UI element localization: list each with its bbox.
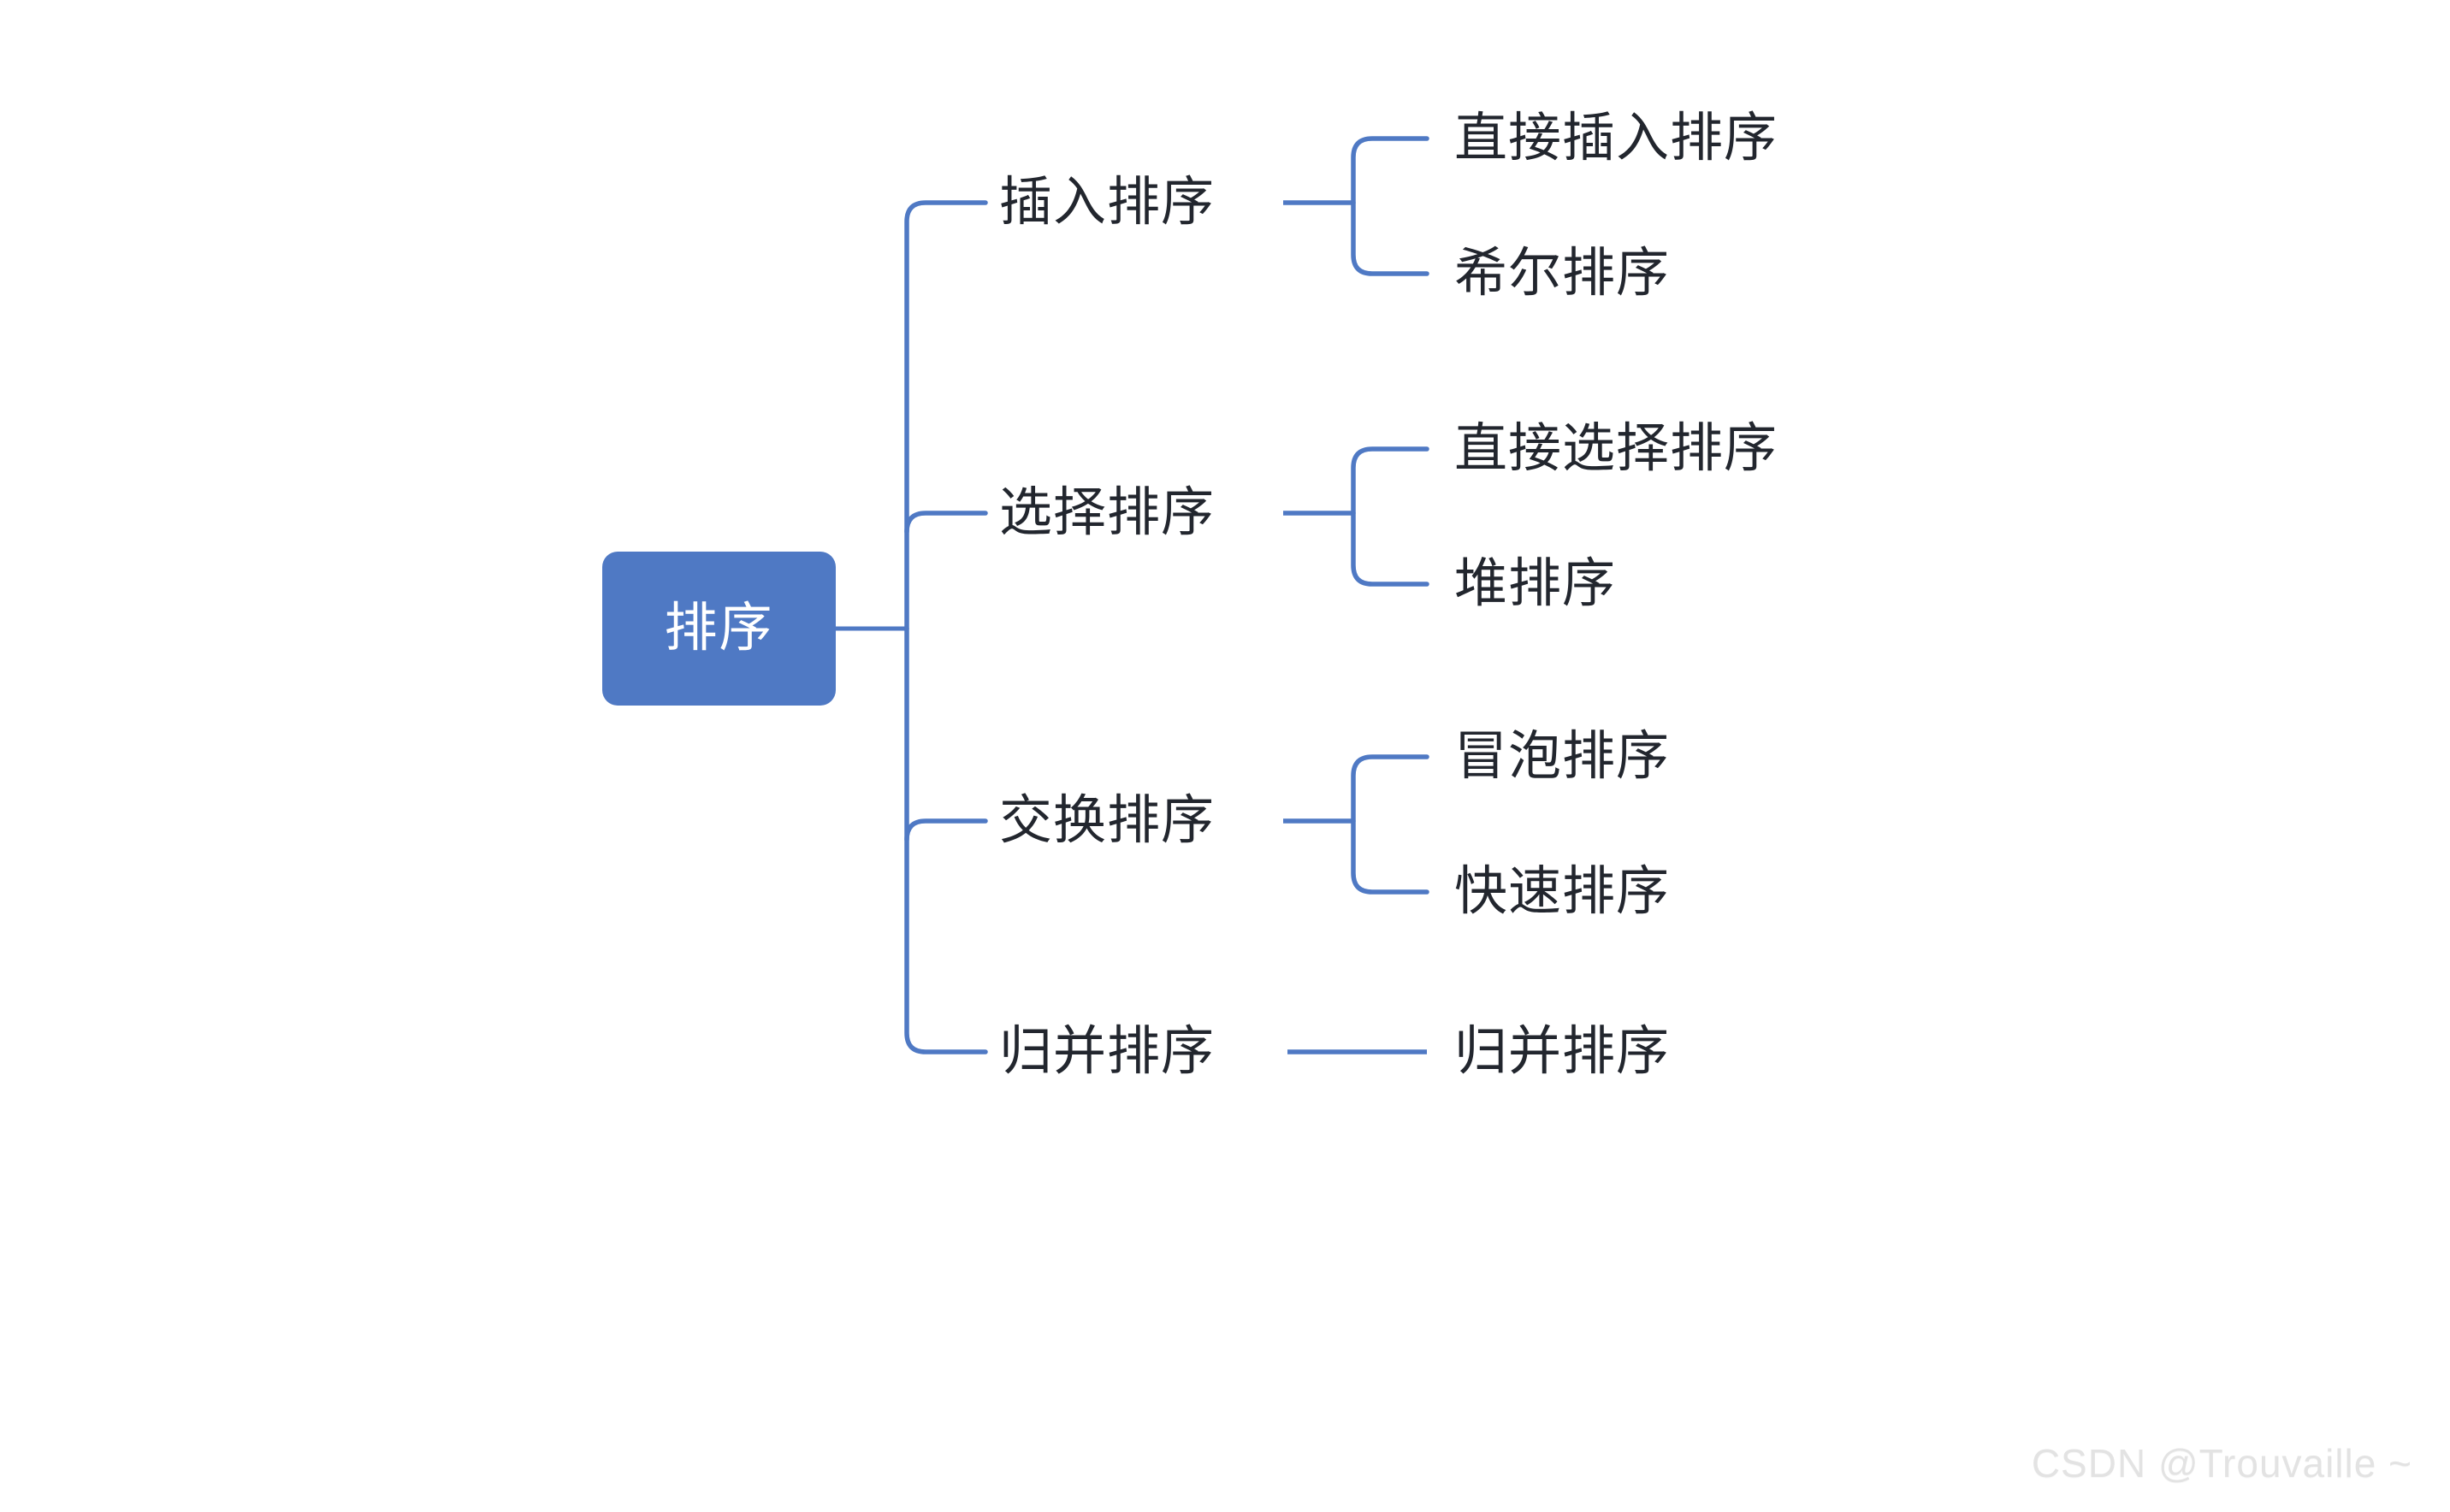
connector-branch-2-child-1 — [1351, 446, 1429, 516]
node-branch-insertion-sort-label: 插入排序 — [999, 173, 1216, 232]
connector-branch-2-child-2 — [1351, 511, 1429, 587]
node-leaf-merge-sort-label: 归并排序 — [1454, 1022, 1671, 1081]
connector-branch-1-child-1 — [1351, 136, 1429, 205]
connector-branch-3-child-1 — [1351, 754, 1429, 824]
node-leaf-shell-sort[interactable]: 希尔排序 — [1454, 247, 1670, 300]
watermark-text: CSDN @Trouvaille ~ — [2031, 1441, 2412, 1485]
connector-branch-1-child-2 — [1351, 200, 1429, 276]
connector-trunk-branch-1 — [904, 200, 988, 631]
node-leaf-quick-sort-label: 快速排序 — [1454, 862, 1671, 921]
node-branch-selection-sort[interactable]: 选择排序 — [999, 487, 1215, 540]
node-leaf-shell-sort-label: 希尔排序 — [1454, 244, 1671, 303]
connector-trunk-branch-3 — [904, 818, 988, 842]
node-branch-exchange-sort[interactable]: 交换排序 — [999, 794, 1215, 848]
watermark: CSDN @Trouvaille ~ — [2032, 1440, 2412, 1486]
connector-branch-3-child-2 — [1351, 818, 1429, 895]
node-branch-merge-sort[interactable]: 归并排序 — [999, 1025, 1215, 1078]
node-branch-selection-sort-label: 选择排序 — [999, 483, 1216, 542]
node-leaf-bubble-sort-label: 冒泡排序 — [1454, 727, 1671, 786]
node-leaf-direct-insertion-sort-label: 直接插入排序 — [1454, 109, 1778, 168]
node-leaf-merge-sort[interactable]: 归并排序 — [1454, 1025, 1670, 1078]
node-branch-exchange-sort-label: 交换排序 — [999, 791, 1216, 850]
node-leaf-bubble-sort[interactable]: 冒泡排序 — [1454, 730, 1670, 783]
node-leaf-direct-selection-sort-label: 直接选择排序 — [1454, 419, 1778, 478]
node-branch-insertion-sort[interactable]: 插入排序 — [999, 176, 1215, 229]
node-branch-merge-sort-label: 归并排序 — [999, 1022, 1216, 1081]
node-leaf-direct-insertion-sort[interactable]: 直接插入排序 — [1454, 112, 1778, 165]
node-root-label: 排序 — [664, 599, 774, 658]
node-leaf-heap-sort-label: 堆排序 — [1454, 554, 1617, 613]
node-root[interactable]: 排序 — [602, 552, 836, 706]
connector-trunk-branch-2 — [904, 511, 988, 535]
node-leaf-quick-sort[interactable]: 快速排序 — [1454, 865, 1670, 918]
node-leaf-direct-selection-sort[interactable]: 直接选择排序 — [1454, 422, 1778, 475]
node-leaf-heap-sort[interactable]: 堆排序 — [1454, 558, 1616, 611]
connector-trunk-branch-4 — [904, 626, 988, 1054]
